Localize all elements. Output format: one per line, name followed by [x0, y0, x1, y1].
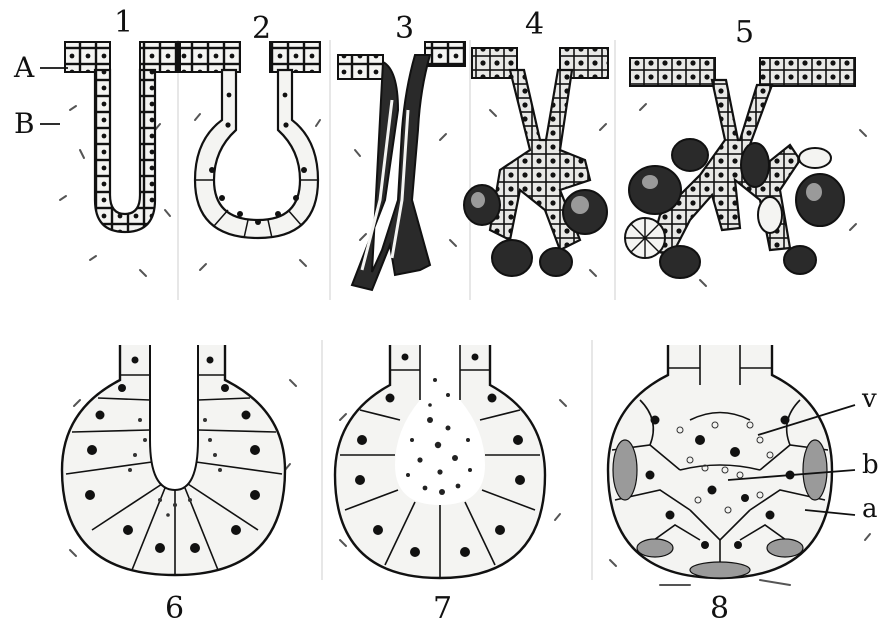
panel-5-compound-gland [625, 58, 855, 278]
panel-7-acinus-secretion-lumen [335, 345, 545, 578]
panel-number-8: 8 [710, 594, 729, 624]
panel-number-4: 4 [525, 10, 544, 40]
panel-number-5: 5 [735, 18, 754, 48]
panel-3-branching-duct [338, 42, 465, 290]
label-v: v [862, 386, 877, 412]
panel-number-7: 7 [433, 594, 452, 624]
panel-1-epithelial-ingrowth [65, 42, 178, 232]
panel-number-2: 2 [252, 14, 271, 44]
panel-number-6: 6 [165, 594, 184, 624]
label-b: b [862, 452, 879, 478]
panel-8-acinus-mature [608, 345, 832, 578]
panel-6-acinus-secretion-start [62, 345, 285, 575]
label-a: a [862, 496, 878, 522]
panel-number-1: 1 [114, 8, 133, 38]
label-B: B [14, 110, 35, 138]
panel-number-3: 3 [395, 14, 414, 44]
panel-4-branched-gland-with-acini [464, 48, 608, 276]
panel-2-flask-bud [180, 42, 320, 238]
label-A: A [14, 54, 34, 82]
